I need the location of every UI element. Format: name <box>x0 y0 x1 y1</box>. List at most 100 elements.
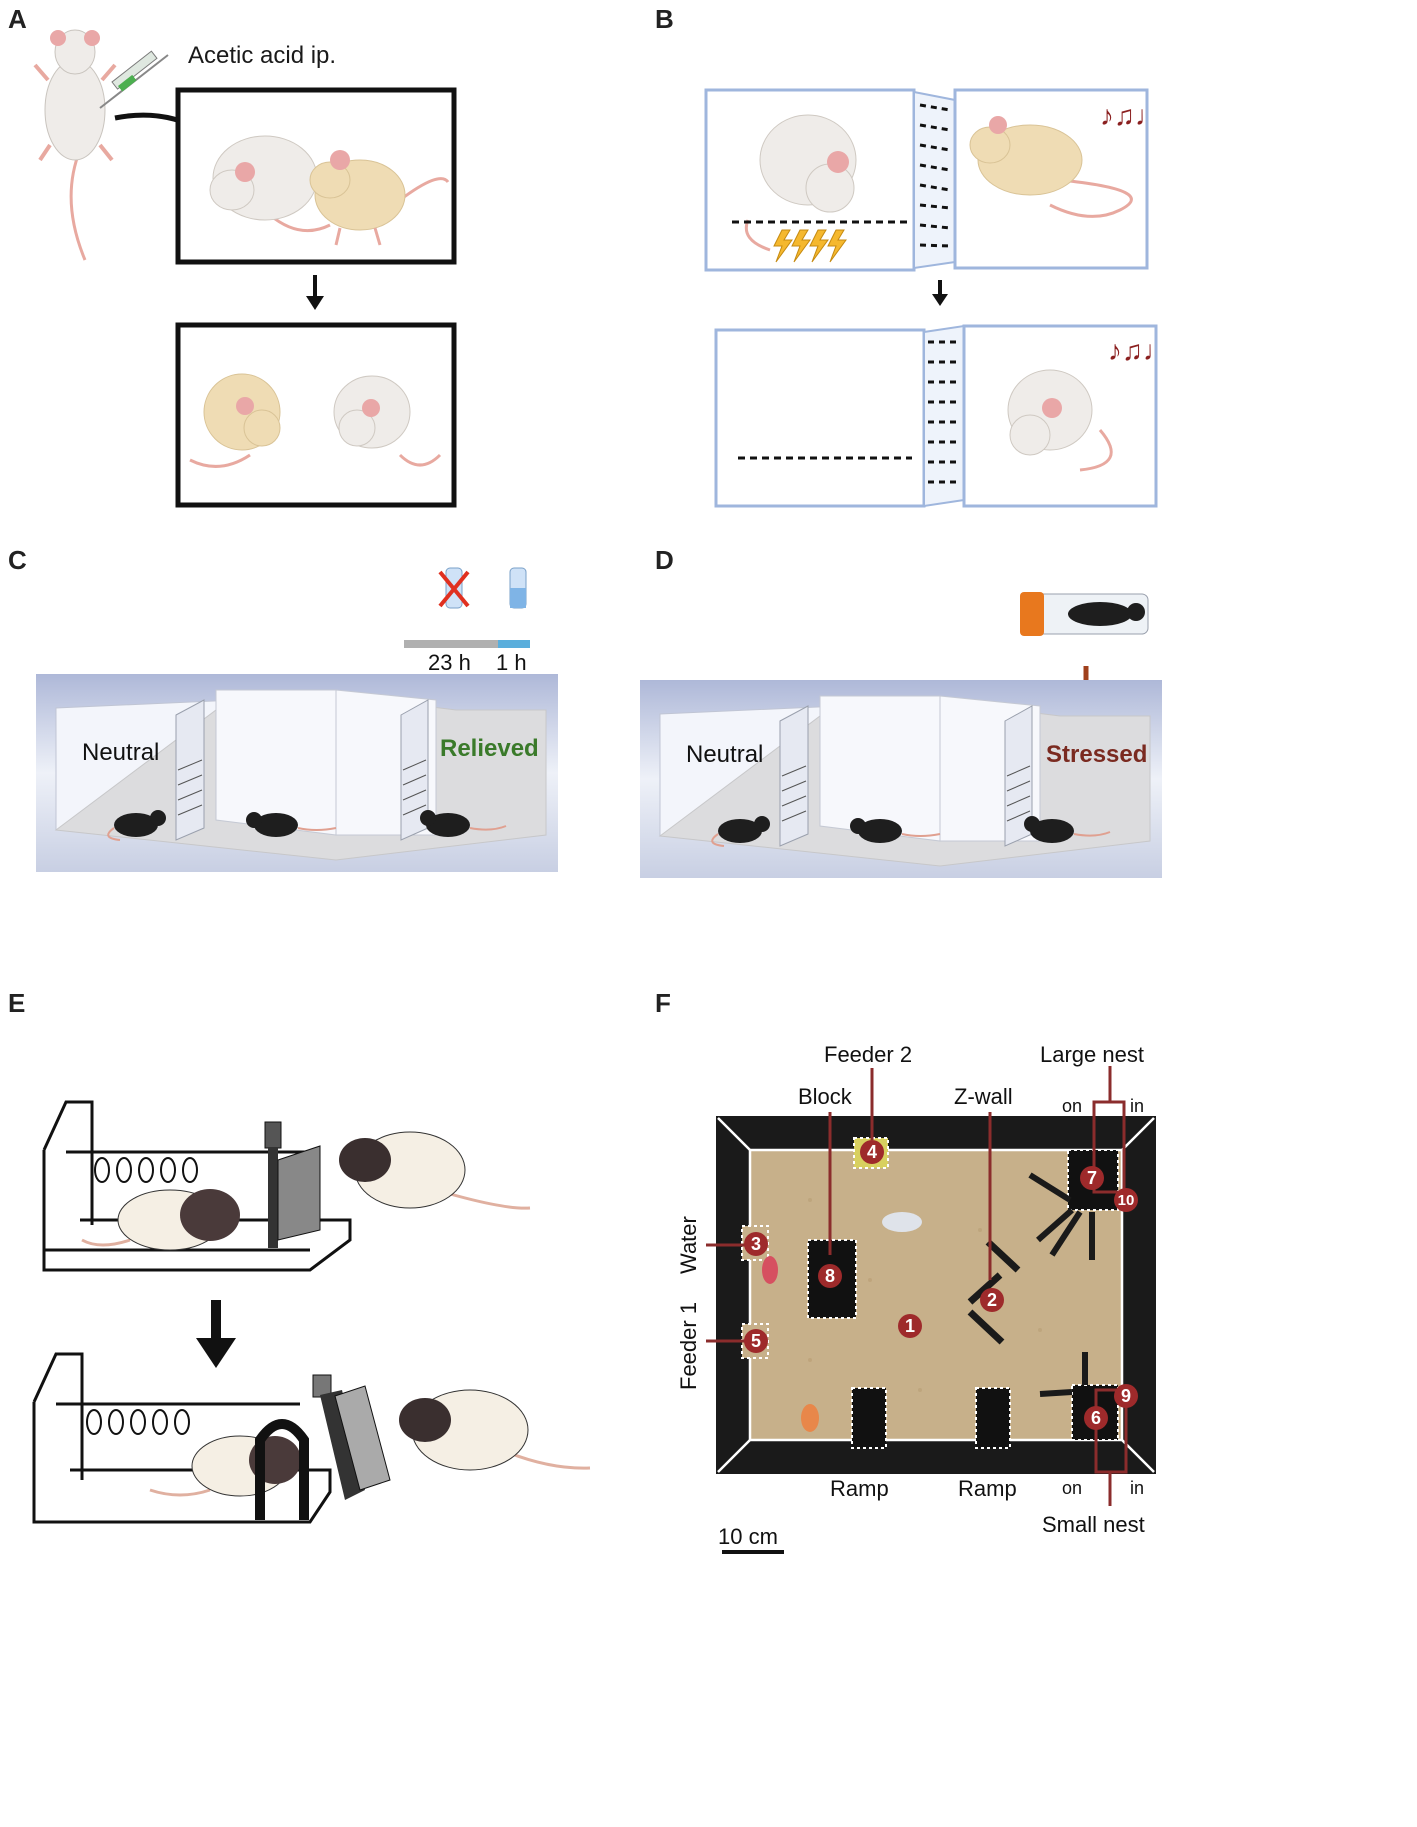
svg-text:2: 2 <box>987 1290 997 1310</box>
door-top <box>277 1145 321 1241</box>
svg-text:5: 5 <box>751 1331 761 1351</box>
trapped-rat-bottom-icon <box>149 1435 301 1497</box>
z-wall <box>967 1239 1021 1345</box>
trapped-rat-icon <box>81 1189 240 1251</box>
pink-mouse-icon <box>762 1256 778 1284</box>
panel-letter-f: F <box>655 988 671 1018</box>
label-block: Block <box>798 1084 853 1109</box>
panel-d-figure: Neutral Stressed <box>640 592 1162 878</box>
label-on-bottom: on <box>1062 1478 1082 1498</box>
free-rat-icon-top <box>339 1131 531 1210</box>
leader-lines <box>706 1066 1128 1506</box>
music-icon-bottom: ♪♫♩ <box>1108 335 1170 366</box>
marker-8: 8 <box>818 1264 842 1288</box>
markers: 1 2 3 4 5 6 7 8 9 10 <box>744 1140 1138 1430</box>
door-rod-top <box>268 1148 278 1248</box>
marker-5: 5 <box>744 1329 768 1353</box>
bottle-crossed-icon <box>438 567 470 609</box>
neutral-label-d: Neutral <box>686 741 763 768</box>
black-mouse-icon <box>850 818 941 843</box>
white-mouse-b-icon <box>744 114 857 252</box>
time-label-1h: 1 h <box>496 650 527 675</box>
marker-7: 7 <box>1080 1166 1104 1190</box>
label-ramp-left: Ramp <box>830 1476 889 1501</box>
neutral-label-c: Neutral <box>82 739 159 766</box>
panel-letter-b: B <box>655 4 674 34</box>
white-mouse-f-icon <box>882 1212 922 1232</box>
music-icon: ♪♫♩ <box>1100 100 1163 131</box>
svg-text:10: 10 <box>1118 1192 1135 1209</box>
black-mouse-icon <box>246 812 337 837</box>
gate-left <box>175 699 205 841</box>
black-mouse-icon <box>711 816 770 847</box>
label-on-top: on <box>1062 1096 1082 1116</box>
panel-a-figure <box>33 29 457 508</box>
white-mouse-bottom-icon <box>333 375 442 467</box>
label-feeder2: Feeder 2 <box>824 1042 912 1067</box>
bottle-icon <box>509 567 527 609</box>
svg-text:4: 4 <box>867 1142 877 1162</box>
black-mouse-icon <box>420 810 507 837</box>
nest-spokes <box>1028 1172 1095 1397</box>
injected-mouse-icon <box>33 29 117 261</box>
restrainer-bottom <box>32 1352 332 1524</box>
restrainer-rings-top <box>94 1157 198 1183</box>
label-ramp-right: Ramp <box>958 1476 1017 1501</box>
panel-c-figure: 23 h 1 h Neutral Relieved <box>36 567 558 872</box>
divider-bottom <box>923 324 965 508</box>
label-in-bottom: in <box>1130 1478 1144 1498</box>
black-mouse-icon <box>107 810 166 841</box>
time-label-23h: 23 h <box>428 650 471 675</box>
ramp-right <box>975 1387 1011 1449</box>
svg-text:1: 1 <box>905 1316 915 1336</box>
svg-text:6: 6 <box>1091 1408 1101 1428</box>
label-scale: 10 cm <box>718 1524 778 1549</box>
label-zwall: Z-wall <box>954 1084 1013 1109</box>
shock-compartment-bottom <box>714 328 926 508</box>
tan-mouse-icon <box>309 150 450 246</box>
free-rat-icon-bottom <box>399 1389 591 1471</box>
marker-9: 9 <box>1114 1384 1138 1408</box>
door-rod-bottom <box>320 1390 365 1500</box>
door-bottom <box>334 1385 391 1491</box>
timeline-water <box>498 640 530 648</box>
door-handle-top <box>264 1121 282 1149</box>
panel-f-figure: 1 2 3 4 5 6 7 8 9 10 Feeder 2 Large nest… <box>676 1042 1156 1554</box>
open-door-arch <box>255 1419 309 1520</box>
label-large-nest: Large nest <box>1040 1042 1144 1067</box>
label-feeder1: Feeder 1 <box>676 1302 701 1390</box>
svg-text:3: 3 <box>751 1234 761 1254</box>
restraint-tube-icon <box>1020 592 1149 636</box>
black-mouse-icon <box>1024 816 1111 843</box>
panel-e-figure <box>32 1100 591 1524</box>
tan-mouse-bottom-icon <box>189 373 281 468</box>
orange-object-icon <box>801 1404 819 1432</box>
relieved-label: Relieved <box>440 735 539 762</box>
white-mouse-b-bottom-icon <box>1007 369 1113 472</box>
restrainer-rings-bottom <box>86 1409 190 1435</box>
label-in-top: in <box>1130 1096 1144 1116</box>
shock-icon <box>773 229 847 263</box>
panel-letter-a: A <box>8 4 27 34</box>
stressed-label: Stressed <box>1046 741 1147 768</box>
injection-label: Acetic acid ip. <box>188 42 337 69</box>
white-mouse-icon <box>209 135 331 233</box>
marker-6: 6 <box>1084 1406 1108 1430</box>
marker-1: 1 <box>898 1314 922 1338</box>
panel-letter-c: C <box>8 545 27 575</box>
label-small-nest: Small nest <box>1042 1512 1145 1537</box>
panel-letter-e: E <box>8 988 26 1018</box>
label-water: Water <box>676 1216 701 1274</box>
svg-text:8: 8 <box>825 1266 835 1286</box>
svg-text:9: 9 <box>1121 1386 1131 1406</box>
marker-10: 10 <box>1114 1188 1138 1212</box>
marker-2: 2 <box>980 1288 1004 1312</box>
ramp-left <box>851 1387 887 1449</box>
syringe-icon <box>99 50 169 109</box>
svg-text:7: 7 <box>1087 1168 1097 1188</box>
marker-4: 4 <box>860 1140 884 1164</box>
panel-letter-d: D <box>655 545 674 575</box>
timeline-dry <box>404 640 498 648</box>
marker-3: 3 <box>744 1232 768 1256</box>
panel-b-figure: ♪♫♩ ♪♫♩ <box>704 88 1170 508</box>
